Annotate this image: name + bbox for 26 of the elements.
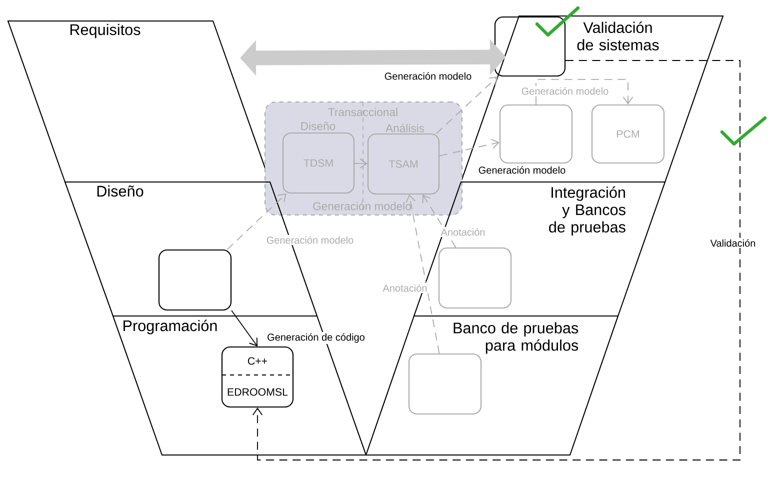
component-box bbox=[158, 249, 232, 311]
connector-arrow bbox=[252, 60, 740, 460]
connector-arrow bbox=[436, 76, 498, 134]
connector-arrow bbox=[226, 194, 286, 250]
edge-label: Generación modelo bbox=[477, 164, 567, 176]
edge-label: Validación bbox=[708, 238, 758, 248]
component-box: C++ EDROOMSL bbox=[221, 346, 294, 408]
connector-arrow bbox=[439, 138, 500, 156]
node-label: Diseño bbox=[301, 122, 336, 130]
component-box bbox=[438, 247, 512, 309]
component-box bbox=[499, 104, 573, 164]
phase-band: Requisitos bbox=[7, 20, 271, 183]
connector-arrow bbox=[354, 158, 368, 169]
component-box bbox=[408, 353, 482, 415]
edge-label: Anotación bbox=[439, 226, 487, 238]
connector-arrow bbox=[422, 194, 456, 248]
edge-label: Generación de código bbox=[266, 332, 366, 344]
edge-label: Anotación bbox=[381, 282, 429, 294]
phase-band: Banco de pruebas para módulos bbox=[365, 315, 619, 456]
edge-label: Generación modelo bbox=[265, 234, 355, 246]
connector-arrow bbox=[231, 310, 258, 346]
component-box: PCM bbox=[591, 104, 665, 164]
connector-arrow bbox=[406, 194, 440, 354]
edge-label: Generación modelo bbox=[520, 86, 610, 96]
connector-arrow bbox=[536, 79, 634, 105]
node-label: Análisis bbox=[386, 124, 424, 132]
